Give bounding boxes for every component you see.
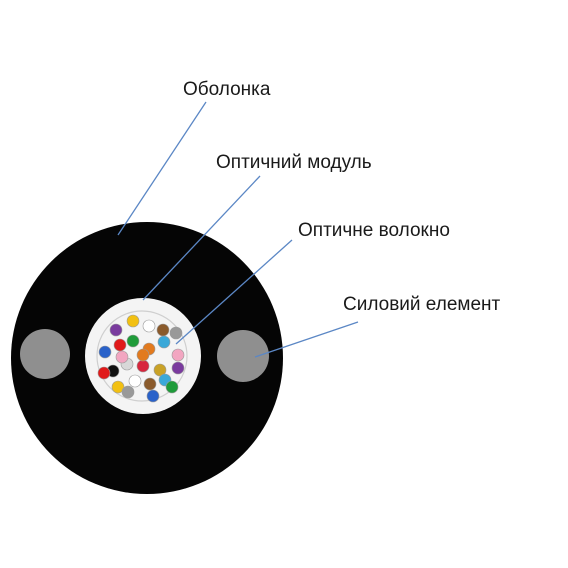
optical-fibers [97,314,185,403]
label-optical-fiber: Оптичне волокно [298,220,450,241]
leader-line-module [142,175,261,301]
optical-fiber-dot [142,319,156,333]
label-optical-module: Оптичний модуль [216,152,372,173]
label-strength-member: Силовий елемент [343,294,501,315]
optical-fiber-dot [169,326,183,340]
label-sheath: Оболонка [183,79,271,100]
optical-fiber-dot [128,374,142,388]
optical-fiber-dot [171,361,185,375]
strength-member-left [20,329,70,379]
leader-line-sheath [117,101,207,236]
optical-fiber-dot [109,323,123,337]
optical-fiber-dot [113,338,127,352]
optical-fiber-dot [126,334,140,348]
optical-fiber-dot [171,348,185,362]
optical-fiber-dot [126,314,140,328]
leader-line-strength-member [254,321,359,358]
leader-line-fiber [175,239,293,345]
optical-fiber-dot [97,366,111,380]
optical-fiber-dot [157,335,171,349]
optical-fiber-dot [136,348,150,362]
optical-fiber-dot [111,380,125,394]
optical-fiber-dot [136,359,150,373]
optical-fiber-dot [153,363,167,377]
optical-fiber-dot [115,350,129,364]
optical-module-inner-ring [96,310,188,402]
optical-fiber-dot [98,345,112,359]
optical-fiber-dot [121,385,135,399]
optical-fiber-dot [143,377,157,391]
optical-fiber-dot [146,389,160,403]
optical-fiber-dot [156,323,170,337]
optical-fiber-dot [165,380,179,394]
strength-member-right [217,330,269,382]
